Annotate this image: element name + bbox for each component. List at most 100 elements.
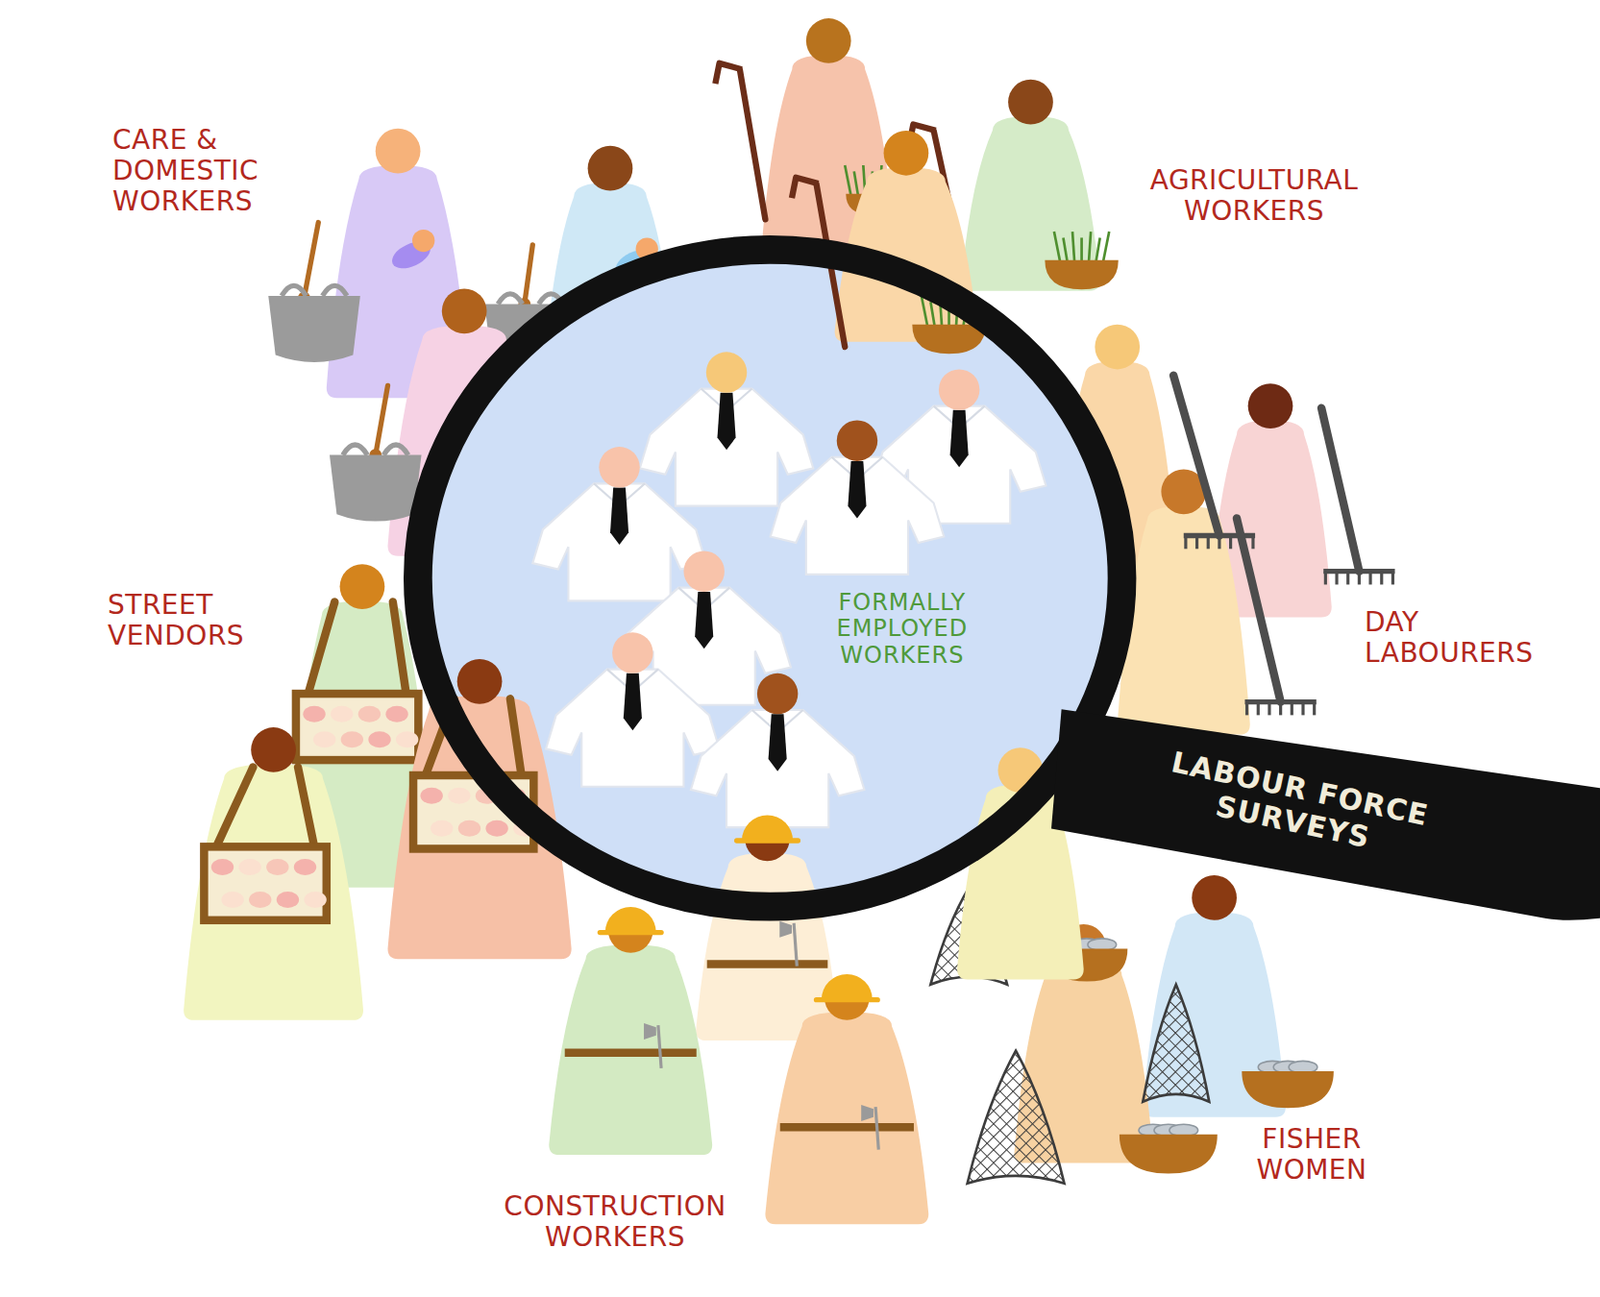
hoe-blade — [791, 177, 819, 198]
bag-stone — [430, 820, 453, 837]
worker-head — [375, 128, 421, 174]
grass-blade — [1072, 231, 1075, 263]
office-worker-head — [836, 419, 878, 461]
rake-tine — [1334, 571, 1338, 586]
tool-belt — [780, 1123, 914, 1132]
worker-head — [588, 146, 634, 192]
white-shirt — [690, 710, 865, 828]
broom-stick — [524, 245, 533, 305]
grey-bag — [268, 295, 361, 363]
bag-stone — [248, 891, 271, 909]
broom-stick — [375, 385, 389, 455]
grey-bag — [329, 455, 422, 522]
rake-handle — [1236, 517, 1281, 702]
hard-hat-brim — [815, 997, 878, 1003]
label-holder: CONSTRUCTION WORKERS — [485, 1191, 745, 1254]
worker-body — [548, 944, 713, 1156]
worker-head — [1248, 383, 1294, 429]
axe-handle — [875, 1107, 879, 1151]
formal-workers — [532, 351, 1046, 828]
magnifier-handle: LABOUR FORCE SURVEYS — [1051, 704, 1600, 924]
basket-bowl — [1241, 1071, 1334, 1108]
bag-stone — [358, 706, 381, 723]
bag-stone — [303, 891, 326, 909]
rake-tine — [1229, 535, 1232, 549]
label-holder: FISHER WOMEN — [1220, 1124, 1404, 1186]
office-worker-head — [938, 369, 980, 410]
bag-stone — [368, 731, 391, 748]
group-label: FISHER WOMEN — [1220, 1124, 1404, 1186]
group-label: STREET VENDORS — [107, 590, 276, 652]
rake-tine — [1206, 535, 1210, 549]
grey-bag-handles — [343, 444, 409, 456]
worker-body — [764, 1011, 929, 1225]
rake-tine — [1312, 702, 1316, 716]
bag-stone — [458, 820, 481, 837]
office-worker-head — [683, 550, 724, 591]
necktie — [623, 673, 642, 731]
necktie — [768, 713, 788, 771]
hoe-handle — [739, 69, 766, 220]
office-worker-head — [706, 351, 747, 393]
grass-blade — [1095, 237, 1100, 262]
worker-body — [183, 763, 364, 1021]
office-worker-head — [612, 632, 653, 673]
figures-in-front — [388, 130, 1084, 1225]
hard-hat — [605, 907, 657, 934]
grass-blade — [1103, 231, 1109, 263]
basket-bowl — [1044, 260, 1118, 291]
label-holder: DAY LABOURERS — [1364, 607, 1581, 669]
office-worker-head — [598, 446, 640, 488]
vendor-bag — [203, 846, 326, 920]
necktie — [610, 488, 629, 545]
lens-ring — [418, 249, 1123, 908]
worker-head — [250, 727, 296, 773]
necktie — [716, 393, 736, 450]
hard-hat — [741, 814, 793, 841]
rake-tine — [1301, 702, 1305, 716]
office-worker — [532, 446, 707, 601]
rake-tine — [1391, 571, 1395, 586]
bag-stone — [419, 787, 443, 805]
axe-handle — [658, 1025, 662, 1069]
vendor-bag — [295, 693, 419, 761]
office-worker-head — [757, 673, 798, 714]
worker-figure — [764, 974, 929, 1225]
lens-caption: FORMALLY EMPLOYED WORKERS — [806, 590, 999, 670]
lens-glass — [418, 249, 1123, 908]
worker-figure — [1117, 375, 1396, 736]
magnifier-lens: FORMALLY EMPLOYED WORKERS — [403, 235, 1136, 922]
worker-head — [457, 659, 503, 705]
worker-head — [884, 130, 930, 176]
bag-stone — [266, 859, 289, 876]
axe-handle — [793, 923, 797, 967]
rake-tine — [1379, 571, 1383, 586]
bag-stone — [385, 706, 408, 723]
broom-stick — [303, 221, 319, 298]
hard-hat-brim — [599, 930, 662, 936]
figures-behind — [183, 18, 1395, 1184]
rake-tine — [1267, 702, 1271, 716]
bag-stone — [395, 731, 419, 748]
worker-head — [340, 564, 386, 610]
grass-blade — [1088, 231, 1091, 263]
hoe-blade — [714, 63, 742, 84]
worker-head — [1094, 324, 1140, 370]
grey-bag-handles — [281, 285, 347, 296]
office-worker — [545, 632, 720, 787]
basket-bowl — [911, 324, 985, 355]
text-holder: FORMALLY EMPLOYED WORKERS — [806, 590, 999, 670]
bag-stone — [447, 787, 470, 805]
baby-head — [412, 229, 435, 252]
grass-blade — [921, 295, 928, 327]
axe-head — [779, 921, 792, 938]
bag-stone — [238, 859, 261, 876]
magnifier-lens-outline — [403, 235, 1136, 922]
bag-stone — [330, 706, 353, 723]
group-label: DAY LABOURERS — [1364, 607, 1581, 669]
bag-stone — [313, 731, 336, 748]
grass-blade — [1062, 237, 1067, 262]
rake-tine — [1290, 702, 1294, 716]
